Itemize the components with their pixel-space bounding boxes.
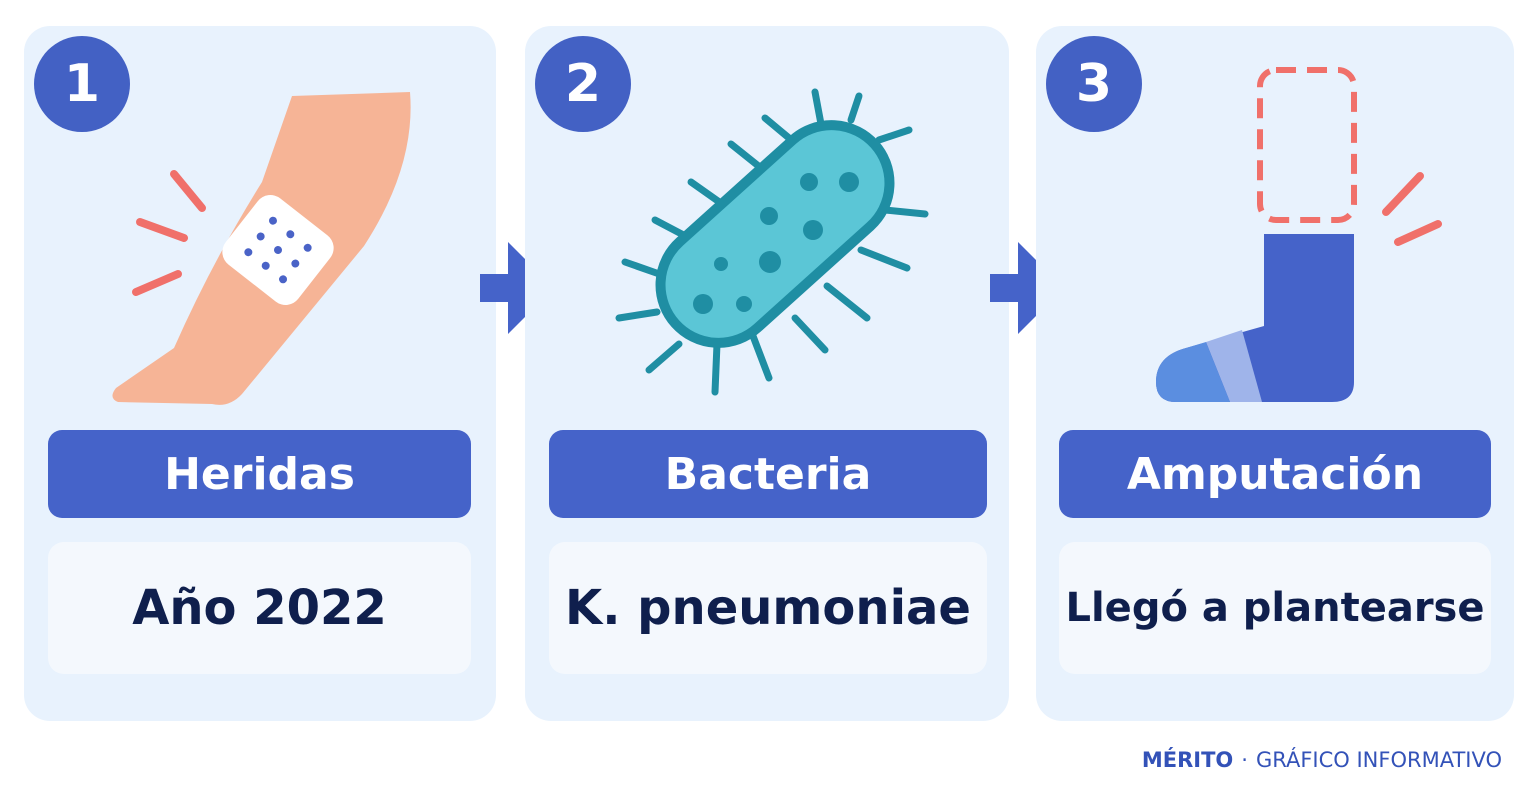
bandaged-leg-icon — [112, 92, 411, 405]
step-number-badge: 2 — [535, 36, 631, 132]
bacterium-icon — [615, 88, 929, 396]
footer-separator: · — [1241, 748, 1248, 772]
step-card-2: 2 — [525, 26, 1009, 721]
step-detail: Llegó a plantearse — [1059, 542, 1491, 674]
arrow-right-icon — [480, 242, 554, 334]
footer-brand: MÉRITO — [1141, 748, 1234, 772]
footer-caption: GRÁFICO INFORMATIVO — [1255, 748, 1502, 772]
step-number-badge: 3 — [1046, 36, 1142, 132]
arrow-right-icon — [990, 242, 1064, 334]
amputated-foot-icon — [1156, 67, 1442, 402]
footer-credit: MÉRITO · GRÁFICO INFORMATIVO — [1142, 748, 1502, 772]
step-title: Bacteria — [549, 430, 987, 518]
step-number-badge: 1 — [34, 36, 130, 132]
step-title: Amputación — [1059, 430, 1491, 518]
step-title: Heridas — [48, 430, 471, 518]
step-detail: K. pneumoniae — [549, 542, 987, 674]
step-card-1: 1 Heridas Año 2022 — [24, 26, 496, 721]
step-detail: Año 2022 — [48, 542, 471, 674]
step-card-3: 3 Amputación Llegó a plantearse — [1036, 26, 1514, 721]
